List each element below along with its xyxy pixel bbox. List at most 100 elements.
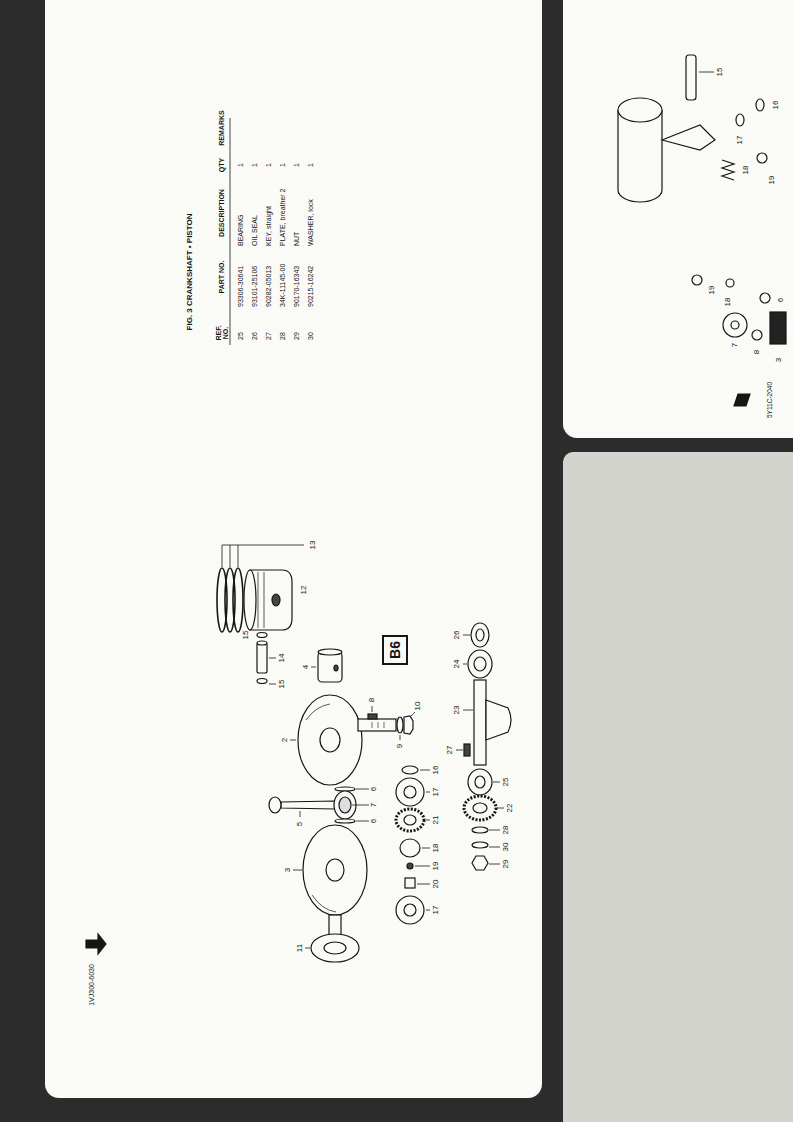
table-rule — [230, 118, 231, 345]
crank-pin-end — [318, 649, 342, 655]
small-end — [269, 797, 281, 813]
key — [368, 714, 377, 719]
nut — [757, 153, 767, 163]
bearing — [468, 650, 492, 678]
column-header: QTY — [218, 158, 225, 172]
washer — [402, 766, 418, 774]
table-cell: 29 — [293, 332, 300, 340]
page-index-box: B6 — [382, 635, 408, 665]
connecting-rod — [281, 801, 335, 809]
leader-line — [290, 706, 415, 740]
washer — [723, 313, 747, 337]
bearing-bore — [475, 776, 485, 788]
pin — [407, 863, 413, 869]
callout-number: 10 — [414, 702, 422, 711]
callout-number: 2 — [281, 738, 289, 742]
column-header: REF. NO. — [215, 325, 230, 341]
callout-number: 19 — [708, 286, 716, 295]
plate — [472, 827, 488, 833]
table-cell: 90170-16343 — [293, 266, 300, 307]
crank-boss — [326, 859, 344, 881]
table-cell: 90282-05013 — [265, 266, 272, 307]
key — [464, 744, 470, 756]
callout-number: 3 — [775, 358, 783, 362]
table-cell: WASHER, lock — [307, 199, 314, 246]
circlip — [257, 679, 267, 684]
crank-shaft — [329, 915, 341, 935]
gear — [396, 809, 424, 831]
washer — [397, 717, 403, 733]
callout-number: 7 — [370, 803, 378, 807]
seal-bore — [476, 629, 484, 641]
plate — [396, 896, 424, 924]
web-detail — [306, 704, 330, 720]
crank-pin — [318, 652, 342, 682]
bearing — [311, 934, 359, 962]
needle-bearing — [339, 797, 351, 813]
bolt — [736, 114, 744, 126]
callout-number: 21 — [432, 816, 440, 825]
balancer-weight — [486, 700, 511, 740]
leader-bracket — [222, 545, 304, 567]
balancer-shaft — [474, 680, 486, 765]
callout-number: 15 — [242, 631, 250, 640]
page-index: B6 — [388, 641, 402, 659]
next-sheet — [563, 0, 793, 438]
callout-number: 6 — [370, 819, 378, 823]
callout-number: 15 — [278, 680, 286, 689]
table-cell: 25 — [237, 332, 244, 340]
spline — [372, 722, 384, 728]
callout-number: 23 — [453, 706, 461, 715]
plate-bore — [404, 786, 416, 798]
bearing — [468, 769, 492, 795]
table-cell: KEY, straight — [265, 206, 272, 246]
callout-number: 8 — [368, 698, 376, 702]
crank-web — [303, 825, 367, 915]
table-cell: 1 — [293, 163, 300, 167]
piston-ring — [233, 568, 243, 632]
table-cell: BEARING — [237, 214, 244, 246]
table-cell: 1 — [279, 163, 286, 167]
o-ring — [756, 99, 764, 111]
lock-washer — [472, 842, 488, 848]
table-cell: 93306-30641 — [237, 266, 244, 307]
nut — [472, 856, 488, 870]
gear-bore — [404, 815, 416, 825]
table-cell: OIL SEAL — [251, 215, 258, 246]
view-arrow — [86, 934, 106, 954]
table-cell: 28 — [279, 332, 286, 340]
washer-bore — [731, 321, 739, 329]
drawing-code: 1VJ300-6030 — [88, 964, 95, 1006]
gear-bore — [473, 803, 487, 813]
callout-number: 25 — [502, 778, 510, 787]
callout-number: 8 — [753, 350, 761, 354]
nut — [752, 330, 762, 340]
callout-number: 7 — [731, 343, 739, 347]
plate — [396, 778, 424, 806]
table-cell: 34K-11145-00 — [279, 264, 286, 307]
callout-number: 9 — [396, 744, 404, 748]
callout-number: 16 — [432, 766, 440, 775]
callout-number: 19 — [432, 862, 440, 871]
table-cell: 30 — [307, 332, 314, 340]
bearing-bore — [324, 942, 346, 954]
callout-number: 12 — [300, 586, 308, 595]
web-detail — [312, 895, 336, 912]
rocker-arm — [662, 125, 715, 150]
callout-number: 19 — [768, 176, 776, 185]
hub — [400, 839, 420, 857]
table-cell: 93101-25106 — [251, 266, 258, 307]
callout-number: 6 — [370, 787, 378, 791]
column-header: REMARKS — [218, 110, 225, 145]
callout-number: 13 — [309, 541, 317, 550]
drawing-code: 5Y11C-2040 — [767, 382, 774, 418]
callout-number: 24 — [453, 660, 461, 669]
callout-number: 3 — [284, 868, 292, 872]
spring-plate — [405, 878, 415, 888]
piston-crown — [244, 570, 256, 630]
callout-number: 6 — [777, 298, 785, 302]
crank-boss — [320, 728, 340, 752]
roller-end — [618, 98, 662, 122]
leader-line — [269, 658, 276, 684]
